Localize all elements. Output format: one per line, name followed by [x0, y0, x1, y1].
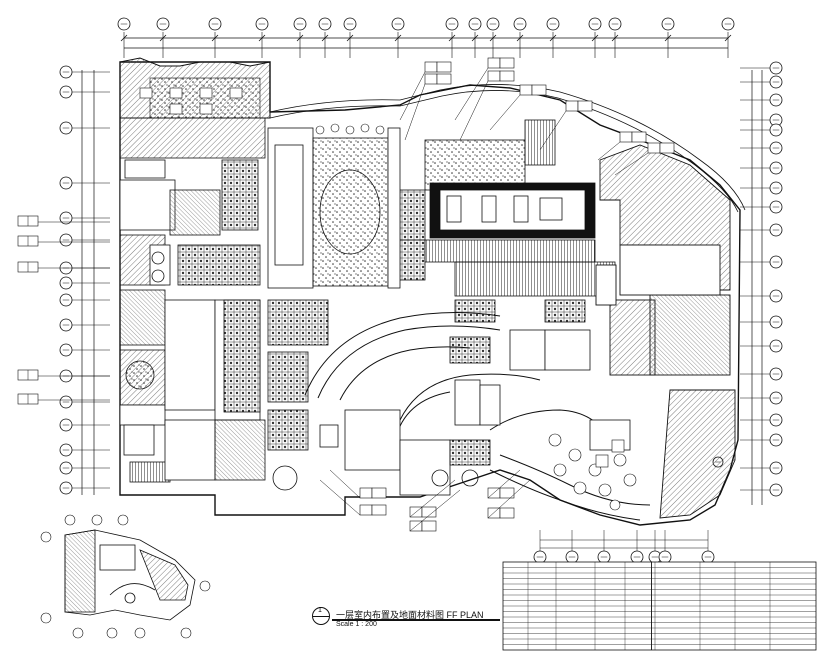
- callout-tag: [614, 142, 675, 176]
- material-schedule-table: [502, 561, 817, 651]
- grid-axis-bubble: [255, 17, 269, 31]
- grid-axis-bubble: [588, 17, 602, 31]
- grid-axis-bubble: [769, 141, 783, 155]
- callout-tag: [487, 469, 521, 499]
- grid-axis-bubble: [769, 391, 783, 405]
- grid-axis-bubble: [59, 418, 73, 432]
- callout-tag: [409, 489, 461, 532]
- grid-axis-bubble: [701, 550, 715, 564]
- grid-axis-bubble: [445, 17, 459, 31]
- central-lobby: [267, 127, 401, 289]
- callout-tag: [539, 100, 593, 151]
- right-hatched-zone: [595, 144, 736, 519]
- grid-axis-bubble: [661, 17, 675, 31]
- grid-axis-bubble: [630, 550, 644, 564]
- view-number-bubble: 1: [312, 607, 330, 625]
- callout-tag: [487, 479, 531, 519]
- grid-axis-bubble: [59, 176, 73, 190]
- grid-axis-bubble: [343, 17, 357, 31]
- grid-axis-bubble: [59, 318, 73, 332]
- callout-tag: [409, 479, 456, 518]
- right-grid-axis-bubbles: [740, 61, 783, 497]
- grid-axis-bubble: [658, 550, 672, 564]
- grid-axis-bubble: [59, 293, 73, 307]
- grid-axis-bubble: [769, 483, 783, 497]
- grid-axis-bubble: [769, 339, 783, 353]
- grid-axis-bubble: [59, 343, 73, 357]
- grid-axis-bubble: [769, 61, 783, 75]
- grid-axis-bubble: [293, 17, 307, 31]
- top-grid-axis-bubbles: [117, 17, 735, 31]
- drawing-title: 一层室内布置及地面材料图 FF PLAN: [336, 610, 484, 620]
- grid-axis-bubble: [468, 17, 482, 31]
- grid-axis-bubble: [769, 161, 783, 175]
- callout-tag: [329, 469, 387, 499]
- callout-tag: [454, 57, 515, 121]
- grid-axis-bubble: [59, 85, 73, 99]
- grid-axis-bubble: [608, 17, 622, 31]
- grid-axis-bubble: [769, 123, 783, 137]
- upper-courtyard: [424, 119, 616, 297]
- key-plan: [40, 514, 211, 639]
- top-dimension-chain: [120, 32, 732, 58]
- view-number: 1: [318, 607, 322, 614]
- floor-pattern-grids: [177, 159, 586, 451]
- drawing-title-block: 1 一层室内布置及地面材料图 FF PLAN Scale 1 : 200: [312, 604, 502, 634]
- grid-axis-bubble: [769, 75, 783, 89]
- grid-axis-bubble: [769, 315, 783, 329]
- upper-left-hatched-wing: [119, 57, 271, 119]
- grid-axis-bubble: [721, 17, 735, 31]
- callout-tag: [404, 73, 452, 141]
- grid-axis-bubble: [486, 17, 500, 31]
- callout-tag: [489, 84, 547, 131]
- lower-middle-rooms: [272, 329, 631, 496]
- grid-axis-bubble: [59, 211, 73, 225]
- callout-tag: [399, 61, 452, 121]
- grid-axis-bubble: [59, 395, 73, 409]
- left-grid-axis-bubbles: [17, 65, 110, 495]
- grid-axis-bubble: [769, 255, 783, 269]
- grid-axis-bubble: [59, 121, 73, 135]
- grid-axis-bubble: [156, 17, 170, 31]
- grid-axis-bubble: [59, 233, 73, 247]
- grid-axis-bubble: [533, 550, 547, 564]
- grid-axis-bubble: [565, 550, 579, 564]
- grid-axis-bubble: [769, 289, 783, 303]
- grid-axis-bubble: [59, 461, 73, 475]
- grid-axis-bubble: [597, 550, 611, 564]
- grid-axis-bubble: [769, 461, 783, 475]
- outer-walkway: [269, 84, 746, 213]
- drawing-scale: Scale 1 : 200: [336, 621, 377, 628]
- grid-axis-bubble: [59, 443, 73, 457]
- side-dimension-lines: [81, 70, 763, 505]
- grid-axis-bubble: [769, 93, 783, 107]
- grid-axis-bubble: [117, 17, 131, 31]
- material-callout-tags: [319, 57, 675, 532]
- grid-axis-bubble: [59, 276, 73, 290]
- grid-axis-bubble: [769, 367, 783, 381]
- callout-tag: [459, 70, 515, 141]
- grid-axis-bubble: [208, 17, 222, 31]
- grid-axis-bubble: [769, 433, 783, 447]
- grid-axis-bubble: [769, 200, 783, 214]
- grid-axis-bubble: [513, 17, 527, 31]
- callout-tag: [597, 131, 647, 161]
- grid-axis-bubble: [769, 223, 783, 237]
- grid-axis-bubble: [391, 17, 405, 31]
- grid-axis-bubble: [59, 65, 73, 79]
- grid-axis-bubble: [769, 413, 783, 427]
- grid-axis-bubble: [318, 17, 332, 31]
- dining-furniture: [315, 123, 637, 511]
- grid-axis-bubble: [59, 481, 73, 495]
- grid-axis-bubble: [546, 17, 560, 31]
- grid-axis-bubble: [769, 181, 783, 195]
- callout-tag: [319, 479, 387, 516]
